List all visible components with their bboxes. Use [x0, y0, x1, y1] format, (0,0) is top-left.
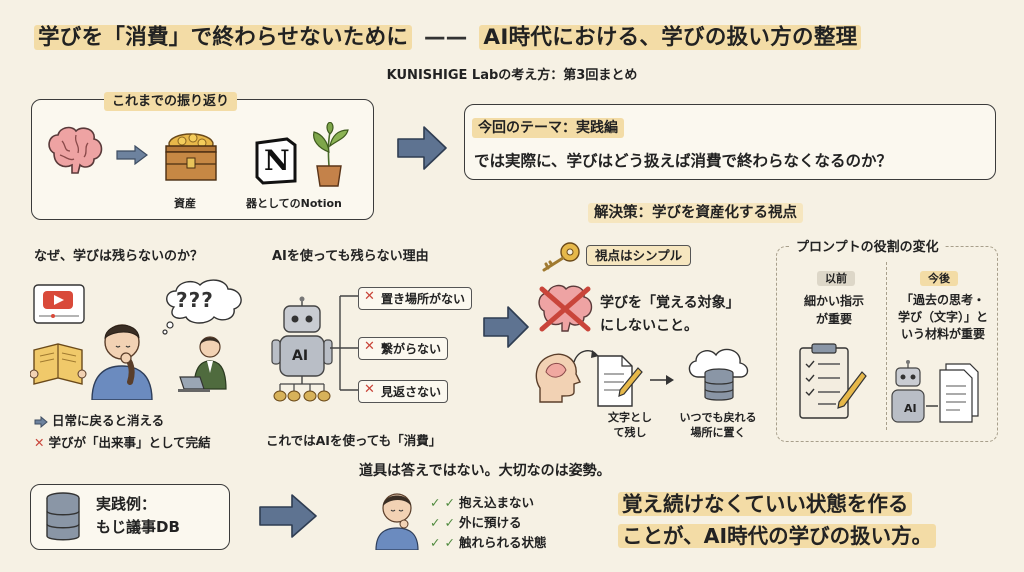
theme-box: [464, 104, 996, 180]
after-tag: 今後: [920, 270, 958, 286]
attitude-check-2: ✓ ✓ 外に預ける: [430, 515, 522, 530]
reason-branch-lines: [330, 290, 360, 400]
prompt-change-heading: プロンプトの役割の変化: [790, 236, 945, 255]
closing-message: 覚え続けなくていい状態を作る ことが、AI時代の学びの扱い方。: [618, 488, 937, 552]
why-point-2: ✕学びが「出来事」として完結: [34, 435, 211, 450]
why-point-1: 日常に戻ると消える: [34, 410, 164, 429]
check-icon: ✓: [430, 495, 441, 510]
key-icon: [538, 240, 584, 274]
title-left: 学びを「消費」で終わらせないために: [34, 25, 413, 50]
head-profile-icon: [532, 350, 584, 406]
prompt-divider: [886, 262, 887, 430]
solution-step-arrow-icon: [648, 372, 676, 388]
step2-label: いつでも戻れる 場所に置く: [679, 411, 757, 439]
reason-item-3: ✕ 見返さない: [358, 380, 449, 403]
key-label: 視点はシンプル: [586, 245, 692, 266]
cross-icon: ✕: [364, 289, 375, 304]
reason-item-1: ✕ 置き場所がない: [358, 287, 473, 310]
title-dash: ——: [423, 25, 468, 50]
step1-label: 文字とし て残し: [608, 411, 652, 439]
treasure-chest-icon: [160, 124, 222, 186]
reason-item-2: ✕ 繋がらない: [358, 337, 449, 360]
robot-label: AI: [292, 348, 309, 364]
arrow-bullet-icon: [34, 415, 48, 428]
database-icon: [44, 491, 82, 543]
check-icon: ✓: [444, 515, 455, 530]
clipboard-checklist-icon: [796, 342, 868, 422]
notion-label: 器としてのNotion: [246, 197, 342, 210]
solution-main-line2: にしないこと。: [600, 318, 698, 334]
check-icon: ✓: [430, 535, 441, 550]
prompt-robot-label: AI: [904, 402, 917, 415]
attitude-check-1: ✓ ✓ 抱え込まない: [430, 495, 534, 510]
cross-icon: ✕: [34, 435, 45, 450]
document-pencil-icon: [594, 354, 644, 408]
cross-icon: ✕: [364, 339, 375, 354]
attitude-heading: 道具は答えではない。大切なのは姿勢。: [359, 463, 611, 479]
notion-logo-icon: [253, 137, 299, 185]
thought-text: ???: [176, 288, 214, 312]
crossed-brain-icon: [534, 283, 596, 337]
review-arrow-icon: [115, 145, 149, 165]
curved-arrow-icon: [572, 346, 602, 366]
video-player-icon: [33, 284, 85, 324]
check-icon: ✓: [444, 535, 455, 550]
theme-heading: 今回のテーマ：実践編: [472, 117, 624, 138]
brain-icon: [44, 123, 106, 181]
why-heading: なぜ、学びは残らないのか？: [34, 249, 204, 264]
thinking-person-icon: [30, 300, 170, 400]
laptop-person-icon: [178, 333, 234, 393]
before-desc: 細かい指示 が重要: [803, 294, 864, 326]
check-icon: ✓: [430, 515, 441, 530]
reason-to-solution-arrow-icon: [482, 305, 530, 349]
notion-logo-letter: N: [264, 144, 290, 177]
after-desc: 「過去の思考・ 学び（文字）」と いう材料が重要: [897, 293, 988, 341]
page-subtitle: KUNISHIGE Labの考え方：第3回まとめ: [386, 68, 638, 83]
cross-icon: ✕: [364, 382, 375, 397]
practice-arrow-icon: [258, 493, 318, 539]
ai-reason-conclusion: これではAIを使っても「消費」: [266, 433, 442, 448]
pondering-person-icon: [372, 488, 422, 550]
solution-heading: 解決策：学びを資産化する視点: [588, 201, 803, 223]
attitude-check-list: ✓ ✓ 抱え込まない ✓ ✓ 外に預ける ✓ ✓ 触れられる状態: [430, 493, 546, 553]
page-title: 学びを「消費」で終わらせないために —— AI時代における、学びの扱い方の整理: [34, 20, 862, 51]
title-right: AI時代における、学びの扱い方の整理: [479, 25, 862, 50]
robot-icon: [270, 296, 334, 408]
practice-label: 実践例： もじ議事DB: [96, 495, 180, 536]
ai-reason-heading: AIを使っても残らない理由: [272, 249, 429, 264]
thought-bubble: [160, 277, 248, 335]
solution-main-line1: 学びを「覚える対象」: [600, 295, 740, 311]
review-heading: これまでの振り返り: [104, 90, 238, 111]
theme-question: では実際に、学びはどう扱えば消費で終わらなくなるのか？: [474, 152, 893, 170]
asset-label: 資産: [174, 197, 196, 210]
attitude-check-3: ✓ ✓ 触れられる状態: [430, 535, 547, 550]
cloud-database-icon: [684, 343, 754, 407]
robot-with-documents-icon: [890, 360, 990, 426]
review-to-theme-arrow-icon: [396, 125, 448, 171]
before-tag: 以前: [817, 270, 855, 286]
plant-icon: [306, 122, 352, 188]
check-icon: ✓: [444, 495, 455, 510]
